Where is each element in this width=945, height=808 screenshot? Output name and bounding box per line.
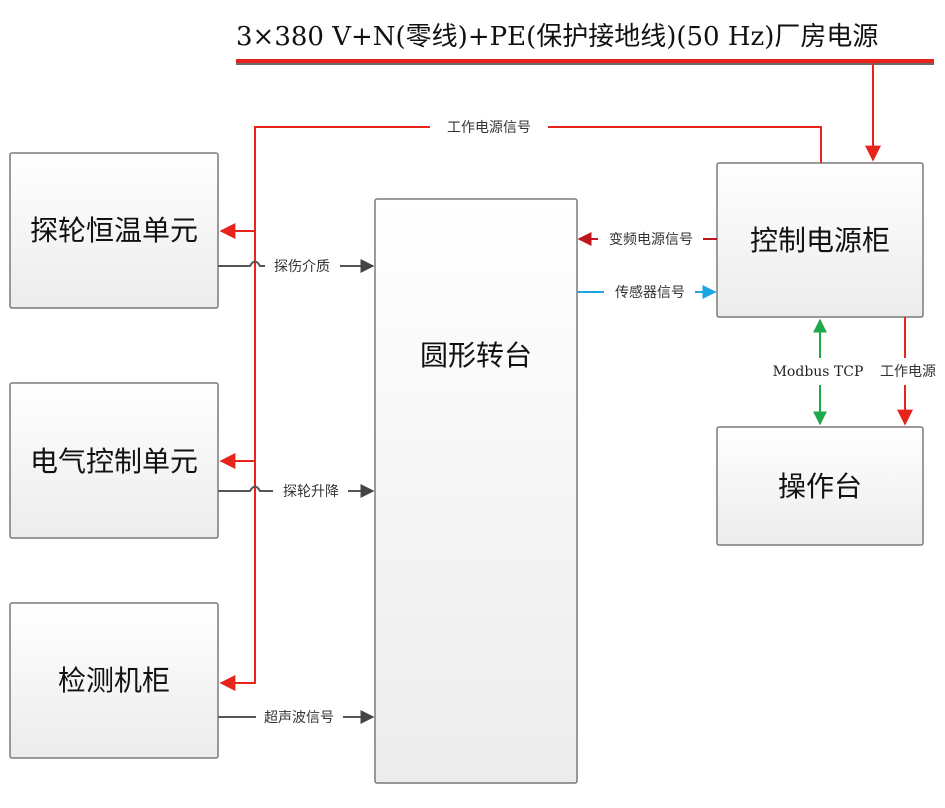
edge-work-power-signal: 工作电源信号 — [219, 120, 822, 691]
power-bus-bar — [236, 59, 934, 63]
node-detect-cabinet[interactable]: 检测机柜 — [9, 602, 219, 759]
edge-flaw-medium-label: 探伤介质 — [274, 259, 330, 275]
edge-ultrasonic-signal: 超声波信号 — [218, 710, 375, 726]
edge-sensor-signal: 传感器信号 — [577, 284, 717, 301]
node-electric-ctrl-label: 电气控制单元 — [30, 445, 198, 478]
edge-probe-lift-label: 探轮升降 — [283, 484, 339, 500]
edge-work-power-label: 工作电源 — [880, 364, 936, 380]
edge-vfd-power-signal-label: 变频电源信号 — [609, 232, 693, 248]
node-probe-thermo-label: 探轮恒温单元 — [30, 214, 198, 247]
node-console-label: 操作台 — [778, 470, 862, 503]
power-source-title: 3×380 V+N(零线)+PE(保护接地线)(50 Hz)厂房电源 — [236, 22, 878, 52]
edge-work-power: 工作电源 — [880, 317, 936, 426]
node-electric-ctrl[interactable]: 电气控制单元 — [9, 382, 219, 539]
edge-ultrasonic-signal-label: 超声波信号 — [264, 710, 334, 726]
edge-modbus-tcp-label: Modbus TCP — [773, 364, 864, 380]
node-probe-thermo[interactable]: 探轮恒温单元 — [9, 152, 219, 309]
edge-work-power-signal-label: 工作电源信号 — [447, 120, 531, 136]
edge-vfd-power-signal: 变频电源信号 — [577, 232, 717, 248]
edge-sensor-signal-label: 传感器信号 — [615, 284, 685, 301]
node-power-cabinet-label: 控制电源柜 — [750, 224, 890, 257]
edge-probe-lift: 探轮升降 — [218, 484, 375, 500]
edge-flaw-medium: 探伤介质 — [218, 259, 375, 275]
node-console[interactable]: 操作台 — [716, 426, 924, 546]
node-turntable-label: 圆形转台 — [420, 339, 532, 372]
node-turntable[interactable]: 圆形转台 — [374, 198, 578, 784]
node-power-cabinet[interactable]: 控制电源柜 — [716, 162, 924, 318]
edge-modbus-tcp: Modbus TCP — [773, 318, 864, 426]
node-detect-cabinet-label: 检测机柜 — [58, 664, 170, 697]
